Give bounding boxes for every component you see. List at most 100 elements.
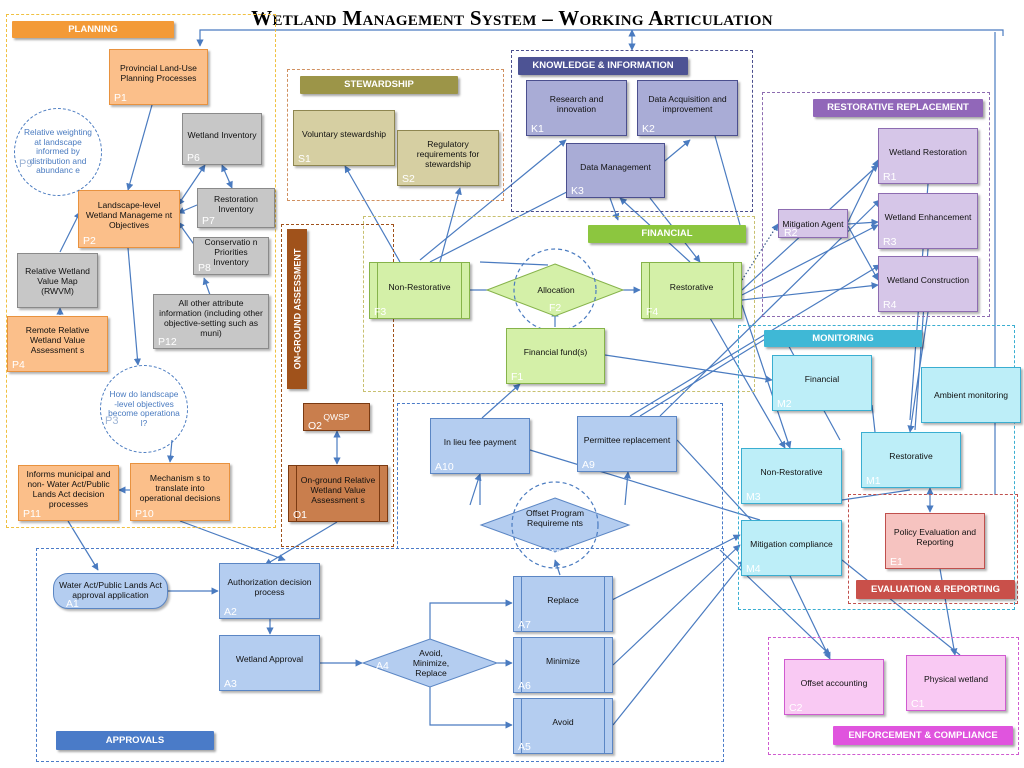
p6-to-p2 [177, 164, 206, 206]
m2-to-m1 [871, 404, 876, 433]
p11-to-a1 [67, 520, 99, 571]
stewardship-region [287, 69, 504, 201]
f1-to-m2 [604, 354, 773, 383]
knowledge-region [511, 50, 753, 212]
a10-to-m4 [529, 449, 761, 521]
f4-to-r2 [741, 223, 779, 281]
offset-program-diamond[interactable] [479, 497, 631, 553]
on-ground-header: ON-GROUND ASSESSMENT [287, 229, 307, 389]
m4-to-c1 [841, 559, 961, 656]
a10-to-f1 [481, 383, 521, 419]
node-a4-label[interactable]: Avoid, Minimize, Replace [412, 648, 450, 678]
node-p3[interactable]: How do landscape -level objectives becom… [100, 365, 188, 453]
evaluation-region [848, 494, 1018, 604]
node-a1[interactable]: Water Act/Public Lands Act approval appl… [53, 573, 168, 609]
enforcement-header: ENFORCEMENT & COMPLIANCE [833, 726, 1013, 745]
rwvm-to-p2 [59, 211, 81, 253]
node-f2-label[interactable]: Allocation [537, 285, 575, 295]
enforcement-region [768, 637, 1019, 755]
node-p2[interactable]: Landscape-level Wetland Manageme nt Obje… [78, 190, 180, 248]
planning-header: PLANNING [12, 21, 174, 38]
a8-to-a9 [623, 471, 631, 506]
node-p9[interactable]: Relative weighting at landscape informed… [14, 108, 102, 196]
f4-to-m3-b [709, 317, 786, 449]
node-a4-code: A4 [376, 660, 389, 672]
financial-region [363, 216, 755, 392]
m3-to-m1 [841, 489, 911, 501]
node-a8-label[interactable]: Offset Program Requireme nts [525, 508, 585, 528]
p7-to-p2 [177, 204, 198, 214]
approvals-region-extension [397, 403, 723, 549]
avoid-minimize-replace-diamond[interactable] [361, 638, 499, 688]
approvals-region [36, 548, 724, 762]
p6-p7 [221, 164, 233, 189]
a6-to-m4 [612, 544, 741, 666]
k3-to-k2 [659, 139, 691, 166]
node-p11[interactable]: Informs municipal and non- Water Act/Pub… [18, 465, 119, 521]
k3-to-allocation [479, 261, 549, 266]
node-rwvm[interactable]: Relative Wetland Value Map (RWVM) [17, 253, 98, 308]
node-f1[interactable]: Financial fund(s)F1 [506, 328, 605, 384]
o1-to-a2 [264, 521, 338, 566]
f4-to-r3 [741, 224, 879, 296]
monitoring-header: MONITORING [764, 330, 922, 347]
node-p4[interactable]: Remote Relative Wetland Value Assessment… [7, 316, 108, 372]
monitoring-region [738, 325, 1015, 610]
offset-program-dashed-circle [511, 481, 599, 569]
node-f2-code: F2 [549, 302, 562, 314]
page-title: Wetland Management System – Working Arti… [251, 6, 773, 30]
k2-down [714, 135, 741, 226]
planning-region [6, 14, 276, 528]
allocation-diamond[interactable] [485, 263, 625, 317]
node-p12[interactable]: All other attribute information (includi… [153, 294, 269, 349]
restorative-replacement-header: RESTORATIVE REPLACEMENT [813, 99, 983, 117]
knowledge-header: KNOWLEDGE & INFORMATION [518, 57, 688, 75]
node-ambient[interactable]: Ambient monitoring [921, 367, 1021, 423]
a9-to-r4 [629, 264, 881, 417]
financial-header: FINANCIAL [588, 225, 746, 243]
node-p10[interactable]: Mechanism s to translate into operationa… [130, 463, 230, 521]
f4-to-r4 [741, 282, 879, 301]
p12-to-p8 [202, 277, 211, 296]
node-o1[interactable]: On-ground Relative Wetland Value Assessm… [288, 465, 388, 522]
a4-to-a5 [429, 686, 513, 729]
p2-to-p3 [127, 247, 142, 366]
p1-to-p2 [126, 104, 153, 191]
approvals-header: APPROVALS [56, 731, 214, 750]
node-a8-code: A8 [549, 548, 562, 560]
p3-to-p10 [167, 439, 175, 463]
m4-to-c2 [789, 575, 831, 660]
a4-to-a7 [429, 599, 513, 640]
f3-to-s1 [344, 165, 401, 263]
